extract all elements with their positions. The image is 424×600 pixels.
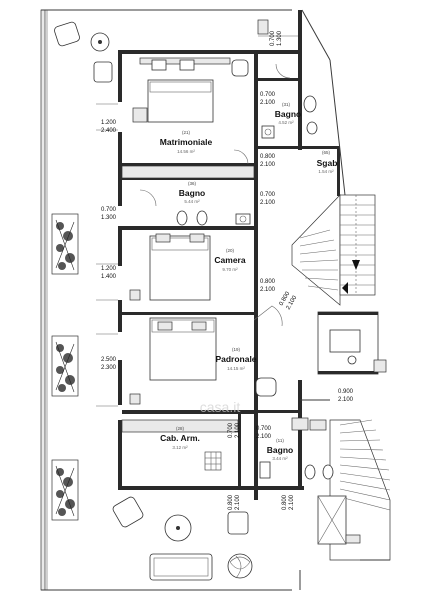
plant-icon: [55, 465, 75, 517]
room-name: Bagno: [267, 445, 293, 455]
room-area: 3.12 m²: [172, 445, 188, 450]
room-area: 3.44 m²: [272, 456, 288, 461]
room-sgab: (65) Sgab 1.54 m²: [317, 150, 338, 174]
room-bagno-31: (31) Bagno 4.52 m²: [275, 102, 301, 125]
room-area: 14.15 m²: [227, 366, 245, 371]
svg-text:2.100: 2.100: [338, 397, 354, 403]
room-name: Sgab: [317, 158, 338, 168]
svg-text:1.200: 1.200: [101, 120, 117, 126]
svg-text:2.400: 2.400: [101, 128, 117, 134]
camera-furniture: [129, 233, 211, 301]
opening-dimension: 0.900 2.100: [338, 389, 354, 403]
svg-text:2.100: 2.100: [260, 162, 276, 168]
opening-dimension: 1.200 1.400: [101, 266, 117, 280]
svg-text:2.100: 2.100: [260, 100, 276, 106]
room-name: Padronale: [215, 354, 256, 364]
svg-text:0.800: 0.800: [260, 279, 276, 285]
svg-text:0.700: 0.700: [260, 92, 276, 98]
opening-dimension: 0.700 2.100: [260, 92, 276, 106]
svg-text:2.100: 2.100: [235, 422, 241, 438]
svg-text:1.300: 1.300: [277, 30, 283, 46]
svg-text:1.200: 1.200: [101, 266, 117, 272]
padronale-furniture: [129, 305, 283, 405]
svg-text:0.900: 0.900: [338, 389, 354, 395]
room-area: 9.70 m²: [222, 267, 238, 272]
room-number: (65): [322, 150, 331, 155]
room-area: 1.54 m²: [318, 169, 334, 174]
room-name: Matrimoniale: [160, 137, 213, 147]
svg-text:2.100: 2.100: [256, 434, 272, 440]
opening-dimension: 0.700 2.100: [228, 422, 241, 438]
room-cab-arm: (28) Cab. Arm. 3.12 m²: [160, 426, 200, 450]
staircase-upper: [291, 194, 376, 306]
room-area: 4.52 m²: [278, 120, 294, 125]
svg-text:0.800: 0.800: [282, 494, 288, 510]
opening-dimension: 0.700 1.300: [270, 30, 283, 46]
room-name: Bagno: [179, 188, 205, 198]
watermark: casa.it: [200, 399, 241, 415]
svg-text:0.800: 0.800: [228, 494, 234, 510]
room-bagno-11: (11) Bagno 3.44 m²: [267, 438, 293, 461]
bagno31-fixtures: [261, 63, 318, 139]
svg-text:0.700: 0.700: [270, 30, 276, 46]
room-number: (28): [176, 426, 185, 431]
svg-text:2.300: 2.300: [101, 365, 117, 371]
svg-text:0.800: 0.800: [260, 154, 276, 160]
opening-dimension: 0.800 2.100: [260, 154, 276, 168]
room-number: (21): [182, 130, 191, 135]
room-name: Cab. Arm.: [160, 433, 200, 443]
room-name: Bagno: [275, 109, 301, 119]
room-number: (20): [226, 248, 235, 253]
room-area: 14.56 m²: [177, 149, 195, 154]
opening-dimension: 0.800 2.100: [260, 279, 276, 293]
svg-text:0.700: 0.700: [228, 422, 234, 438]
terrace-top-furniture: [54, 19, 298, 83]
room-number: (31): [282, 102, 291, 107]
svg-text:2.100: 2.100: [289, 494, 295, 510]
bagno36-fixtures: [139, 189, 251, 226]
room-number: (11): [276, 438, 284, 443]
room-name: Camera: [214, 255, 245, 265]
cabarm-furniture: [121, 419, 239, 471]
svg-text:2.100: 2.100: [260, 287, 276, 293]
room-bagno-36: (36) Bagno 5.44 m²: [179, 181, 205, 204]
window-markers: [96, 103, 118, 407]
opening-dimension: 1.200 2.400: [101, 120, 117, 134]
exterior-walls: [118, 10, 304, 500]
svg-text:0.700: 0.700: [101, 207, 117, 213]
room-number: (36): [188, 181, 197, 186]
svg-text:2.100: 2.100: [260, 200, 276, 206]
svg-text:0.700: 0.700: [256, 426, 272, 432]
matrimoniale-furniture: [121, 57, 255, 179]
plant-icon: [55, 219, 75, 271]
opening-dimension: 0.700 2.100: [260, 192, 276, 206]
left-terrace-rail: [40, 9, 292, 591]
opening-dimension: 0.700 1.300: [101, 207, 117, 221]
svg-text:1.300: 1.300: [101, 215, 117, 221]
terrace-bottom-furniture: [112, 496, 253, 581]
bagno11-fixtures: [259, 417, 334, 480]
opening-dimension: 0.800 2.100: [279, 290, 299, 311]
room-number: (19): [232, 347, 241, 352]
svg-text:2.100: 2.100: [235, 494, 241, 510]
svg-text:2.500: 2.500: [101, 357, 117, 363]
room-matrimoniale: (21) Matrimoniale 14.56 m²: [160, 130, 213, 154]
opening-dimension: 2.500 2.300: [101, 357, 117, 371]
room-padronale: (19) Padronale 14.15 m²: [215, 347, 256, 371]
opening-dimension: 0.800 2.100: [228, 494, 241, 510]
room-camera: (20) Camera 9.70 m²: [214, 248, 245, 272]
plant-icon: [55, 341, 75, 393]
right-edge-structure: [299, 9, 390, 590]
opening-dimension: 0.800 2.100: [282, 494, 295, 510]
room-area: 5.44 m²: [184, 199, 200, 204]
internal-walls: [122, 78, 340, 486]
svg-text:1.400: 1.400: [101, 274, 117, 280]
opening-dimension: 0.700 2.100: [256, 426, 272, 440]
svg-text:0.700: 0.700: [260, 192, 276, 198]
